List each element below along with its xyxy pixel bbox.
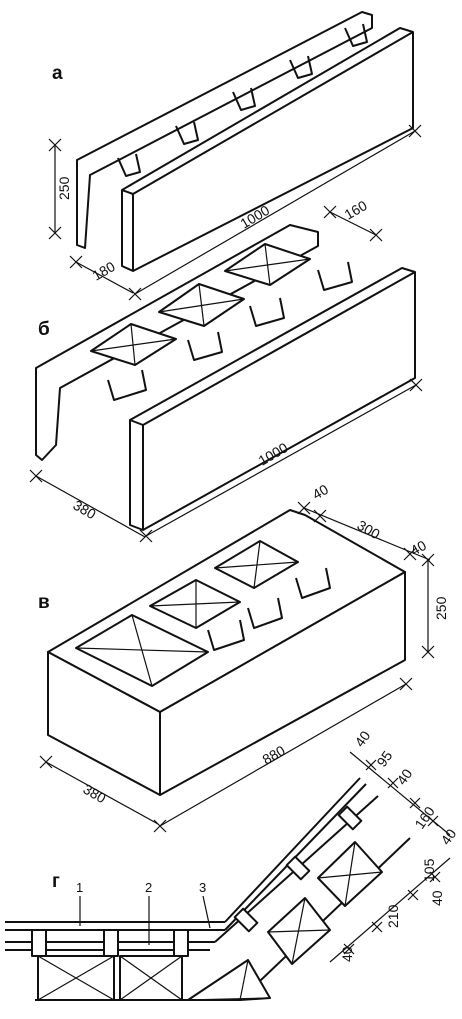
block-b-front-wall bbox=[129, 267, 416, 531]
dim-g-d40-bottom: 40 bbox=[339, 946, 355, 962]
panel-g-label: г bbox=[52, 871, 60, 892]
dim-a-width2: 160 bbox=[342, 197, 370, 223]
panel-v-label: в bbox=[38, 592, 50, 613]
dim-a-width: 180 bbox=[90, 258, 118, 284]
dim-g-d210: 210 bbox=[385, 904, 401, 928]
block-v-side-face bbox=[159, 571, 406, 796]
dim-v-d40a: 40 bbox=[310, 481, 332, 503]
panel-g: г bbox=[5, 728, 460, 1001]
block-b-webs bbox=[107, 261, 353, 401]
dim-v-width: 380 bbox=[81, 781, 109, 807]
callouts: 1 2 3 bbox=[76, 880, 211, 945]
dim-g-d95: 95 bbox=[373, 748, 395, 770]
callout-3: 3 bbox=[199, 880, 206, 895]
dim-a-height: 250 bbox=[56, 176, 72, 200]
panel-a-label: а bbox=[52, 63, 63, 84]
block-a-back-wall bbox=[76, 11, 373, 249]
dim-v-d40b: 40 bbox=[408, 537, 430, 559]
dim-v-length: 880 bbox=[260, 742, 288, 768]
panel-v: в 880 380 250 40 bbox=[38, 481, 449, 833]
dim-g-d105: 105 bbox=[421, 858, 437, 882]
dim-v-height: 250 bbox=[433, 596, 449, 620]
wall-section-horizontal bbox=[5, 921, 240, 1001]
section-dimensions: 40 95 40 160 40 40 210 105 40 bbox=[329, 728, 460, 963]
block-a-webs bbox=[117, 23, 368, 177]
wall-section-angled bbox=[187, 777, 411, 1001]
block-a-front-wall bbox=[121, 27, 414, 272]
panel-b-label: б bbox=[38, 319, 50, 340]
dim-g-d160: 160 bbox=[411, 803, 438, 831]
block-b-cells bbox=[90, 243, 311, 366]
dim-g-d40-r2: 40 bbox=[429, 890, 445, 906]
dim-g-d40-right: 40 bbox=[437, 826, 459, 848]
block-b-back-wall bbox=[35, 224, 319, 461]
callout-1: 1 bbox=[76, 880, 83, 895]
dim-g-d40-top: 40 bbox=[351, 728, 373, 750]
panel-b: б 1000 380 bbox=[29, 224, 423, 543]
dim-g-d40-mid: 40 bbox=[393, 766, 415, 788]
dim-b-width: 380 bbox=[71, 497, 99, 523]
callout-2: 2 bbox=[145, 880, 152, 895]
block-v-webs bbox=[207, 567, 331, 651]
block-v-cells bbox=[75, 540, 299, 687]
